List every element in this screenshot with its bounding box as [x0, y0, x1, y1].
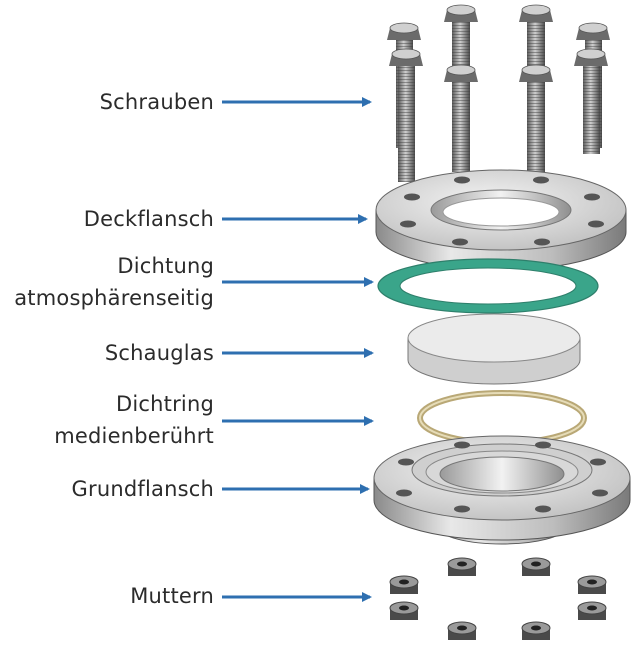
- label-deckflansch: Deckflansch: [20, 203, 214, 235]
- schauglas-part: [407, 313, 581, 385]
- nut: [577, 575, 607, 594]
- label-schauglas: Schauglas: [40, 337, 214, 369]
- bolt: [444, 64, 478, 172]
- label-dichtung-line2: atmosphärenseitig: [14, 286, 214, 310]
- deckflansch-part: [375, 169, 627, 271]
- nut: [521, 557, 551, 576]
- label-dichtring-line1: Dichtring: [115, 392, 214, 416]
- label-muttern-text: Muttern: [130, 584, 214, 608]
- label-muttern: Muttern: [40, 580, 214, 612]
- label-schrauben-text: Schrauben: [99, 90, 214, 114]
- label-dichtring-line2: medienberührt: [54, 424, 214, 448]
- bolt: [574, 48, 608, 154]
- dichtung-part: [377, 258, 599, 314]
- label-dichtung: Dichtung atmosphärenseitig: [0, 250, 214, 314]
- label-grundflansch-text: Grundflansch: [71, 477, 214, 501]
- grundflansch-part: [373, 435, 631, 545]
- bolt: [519, 64, 553, 172]
- nut: [447, 621, 477, 640]
- nut: [389, 575, 419, 594]
- nut: [447, 557, 477, 576]
- label-deckflansch-text: Deckflansch: [83, 207, 214, 231]
- label-grundflansch: Grundflansch: [20, 473, 214, 505]
- nut: [521, 621, 551, 640]
- label-dichtung-line1: Dichtung: [117, 254, 214, 278]
- nut: [389, 601, 419, 620]
- label-dichtring: Dichtring medienberührt: [20, 388, 214, 452]
- bolt: [389, 48, 423, 182]
- nut: [577, 601, 607, 620]
- nuts: [389, 557, 607, 640]
- label-schauglas-text: Schauglas: [104, 341, 214, 365]
- arrows: [222, 97, 374, 602]
- label-schrauben: Schrauben: [40, 86, 214, 118]
- bolts: [387, 4, 610, 182]
